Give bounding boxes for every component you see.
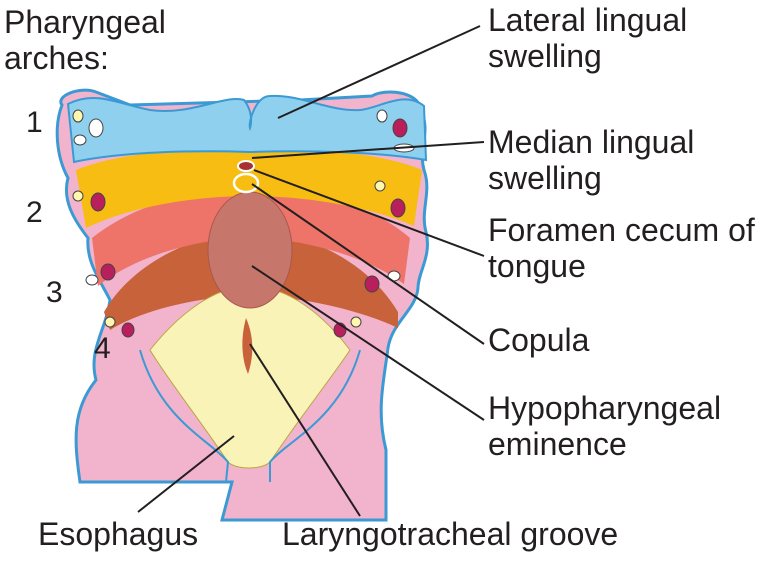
hypopharyngeal-eminence — [208, 192, 292, 308]
label-lateral-lingual-swelling: Lateral lingual swelling — [488, 2, 728, 74]
label-median-lingual-swelling: Median lingual swelling — [488, 124, 728, 196]
label-foramen-cecum: Foramen cecum of tongue — [488, 212, 758, 284]
arch-number-3: 3 — [46, 276, 63, 310]
label-hypopharyngeal-eminence: Hypopharyngeal eminence — [488, 390, 748, 462]
arch-number-2: 2 — [26, 196, 43, 230]
label-esophagus: Esophagus — [38, 516, 198, 552]
median-lingual-swelling — [238, 161, 254, 171]
arch-number-4: 4 — [94, 332, 111, 366]
arch-number-1: 1 — [26, 106, 43, 140]
label-copula: Copula — [488, 322, 589, 358]
label-laryngotracheal-groove: Laryngotracheal groove — [282, 516, 618, 552]
arches-title: Pharyngeal arches: — [4, 4, 204, 76]
